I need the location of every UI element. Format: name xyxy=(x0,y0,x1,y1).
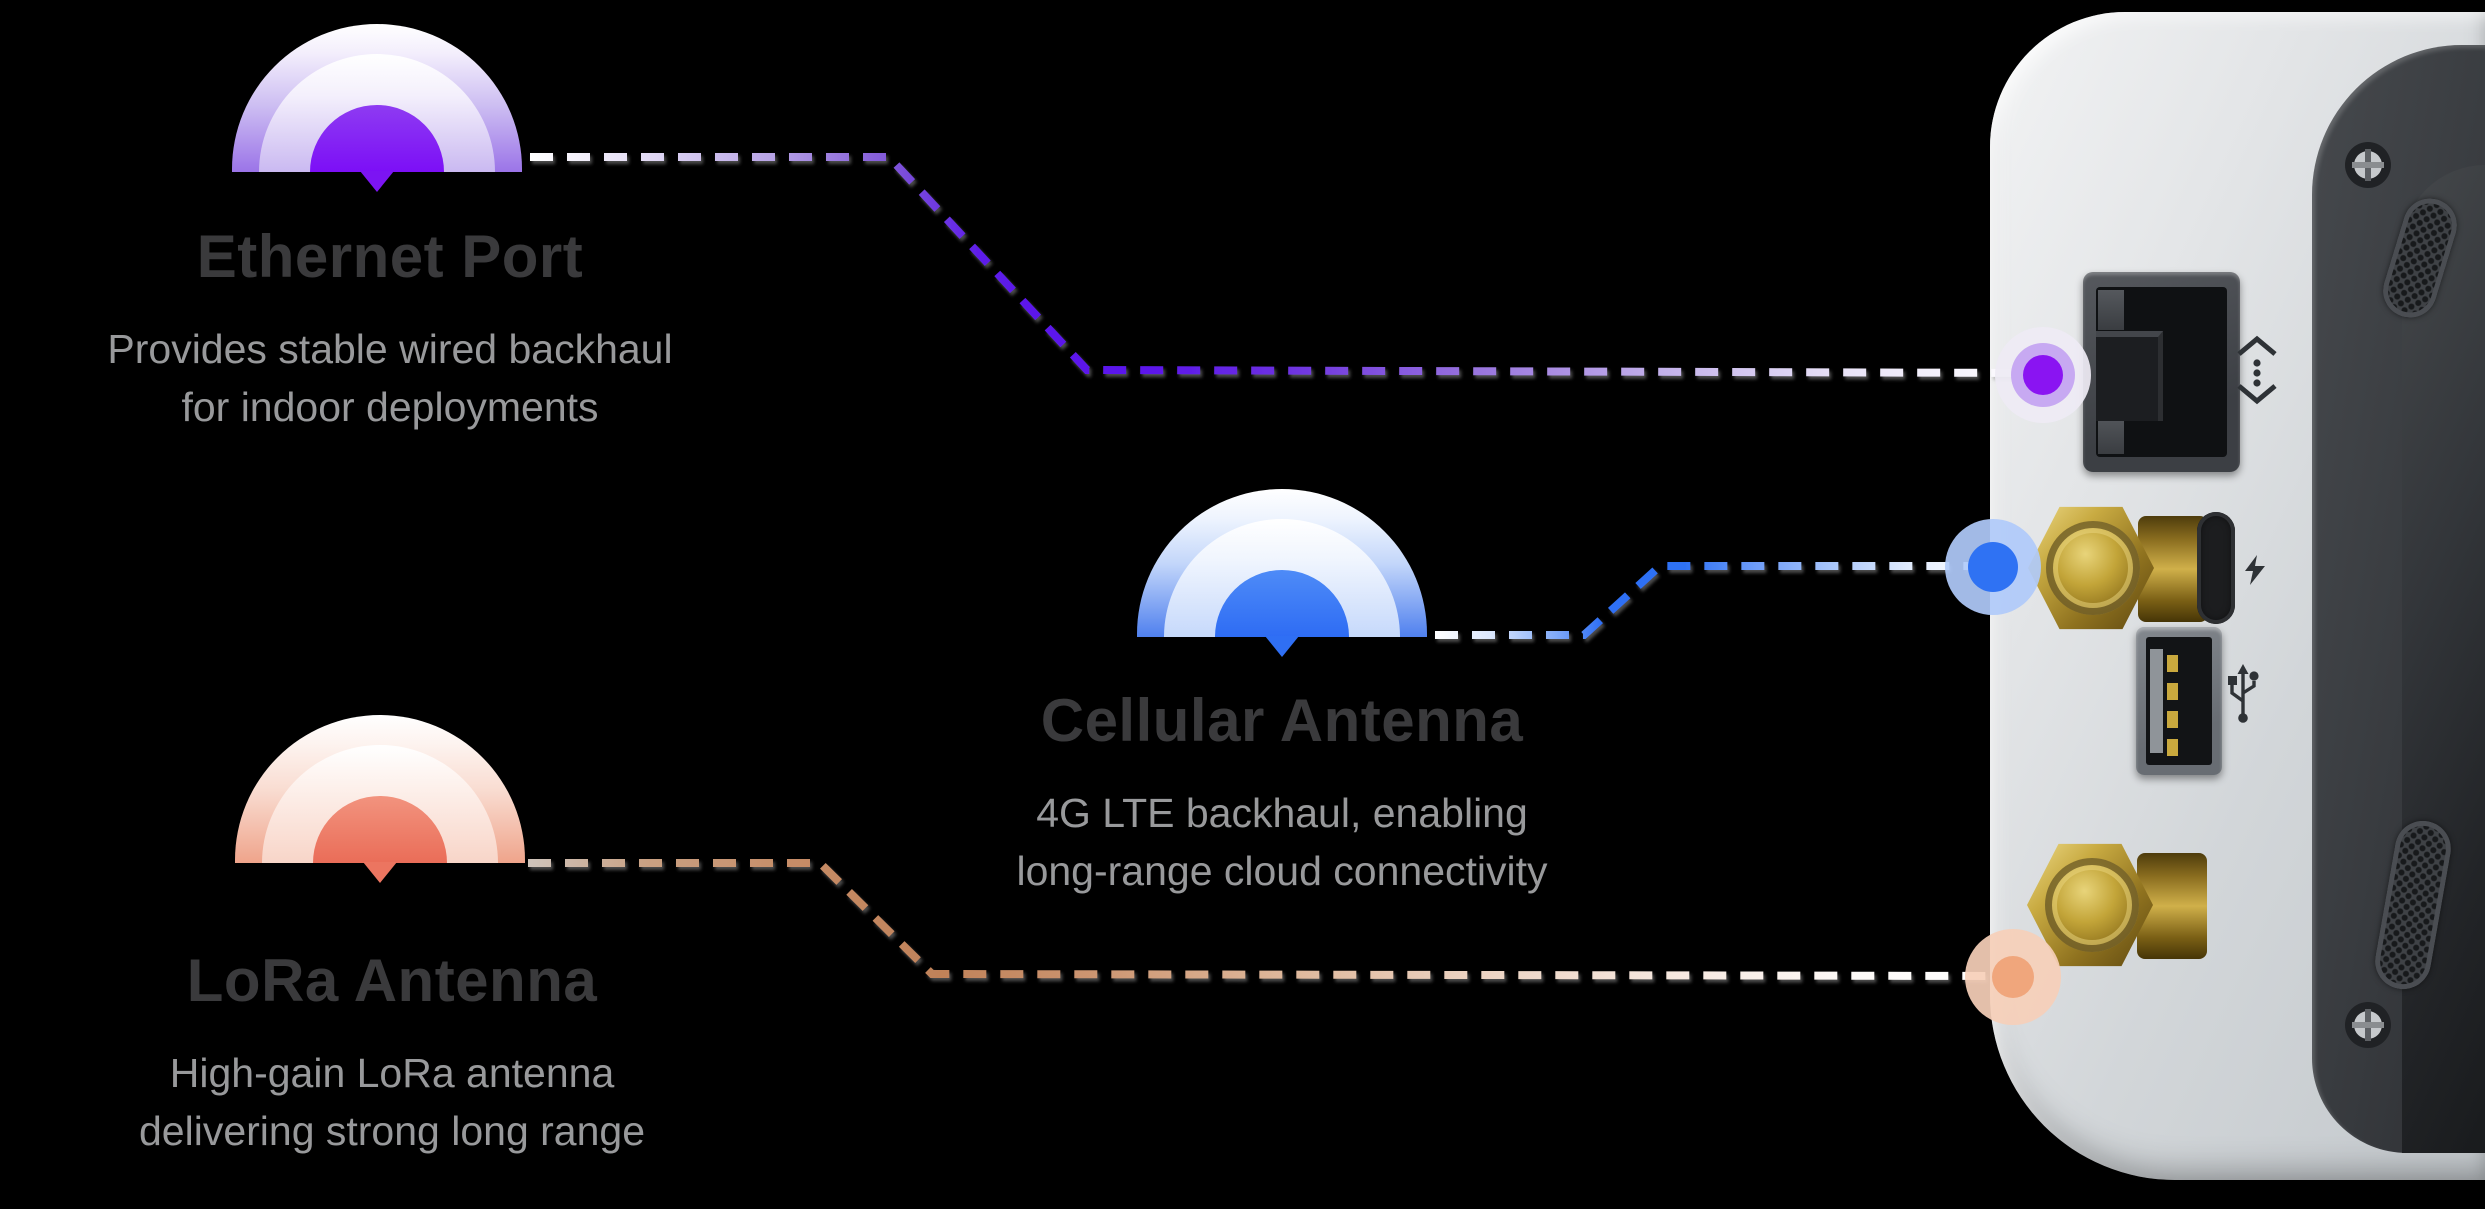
signal-arc-icon-cellular xyxy=(1137,489,1427,657)
screw-icon xyxy=(2345,142,2391,188)
usb-c-power-port xyxy=(2197,512,2235,624)
usb-a-pin xyxy=(2167,739,2178,756)
callout-cellular-title: Cellular Antenna xyxy=(1040,687,1524,754)
ethernet-rj45-port xyxy=(2083,272,2240,472)
callout-lora-title: LoRa Antenna xyxy=(186,947,598,1014)
device-front-face-inner xyxy=(2402,165,2485,1153)
arc-pointer xyxy=(363,861,397,883)
connector-line-cellular xyxy=(1435,562,1990,639)
callout-lora: LoRa Antenna High-gain LoRa antenna deli… xyxy=(12,946,772,1160)
marker-dot-lora xyxy=(1992,956,2034,998)
callout-cellular-description: 4G LTE backhaul, enabling long-range clo… xyxy=(1016,790,1548,894)
usb-trident-icon xyxy=(2228,664,2259,723)
callout-ethernet: Ethernet Port Provides stable wired back… xyxy=(10,222,770,436)
usb-a-pin xyxy=(2167,683,2178,700)
callout-ethernet-description: Provides stable wired backhaul for indoo… xyxy=(107,326,673,430)
screw-icon xyxy=(2345,1002,2391,1048)
signal-arc-icon-lora xyxy=(235,715,525,883)
callout-cellular: Cellular Antenna 4G LTE backhaul, enabli… xyxy=(902,686,1662,900)
usb-a-tongue xyxy=(2150,649,2163,753)
connector-line-ethernet xyxy=(530,153,2041,377)
marker-dot-ethernet xyxy=(2023,355,2063,395)
rj45-cavity xyxy=(2096,287,2227,457)
usb-a-pin xyxy=(2167,711,2178,728)
arc-pointer xyxy=(360,170,394,192)
lora-sma-cap xyxy=(2045,858,2139,952)
marker-dot-cellular xyxy=(1968,542,2018,592)
connector-line-lora xyxy=(528,859,2011,980)
callout-ethernet-title: Ethernet Port xyxy=(196,223,584,290)
rj45-pin-block xyxy=(2096,331,2163,421)
lightning-icon xyxy=(2245,555,2265,585)
ethernet-arrows-icon xyxy=(2237,335,2277,405)
cellular-sma-cap xyxy=(2046,521,2140,615)
usb-a-pin xyxy=(2167,655,2178,672)
signal-arc-icon-ethernet xyxy=(232,24,522,192)
rj45-clip xyxy=(2098,290,2124,330)
callout-lora-description: High-gain LoRa antenna delivering strong… xyxy=(139,1050,645,1154)
arc-pointer xyxy=(1265,635,1299,657)
usb-a-port xyxy=(2136,627,2222,775)
